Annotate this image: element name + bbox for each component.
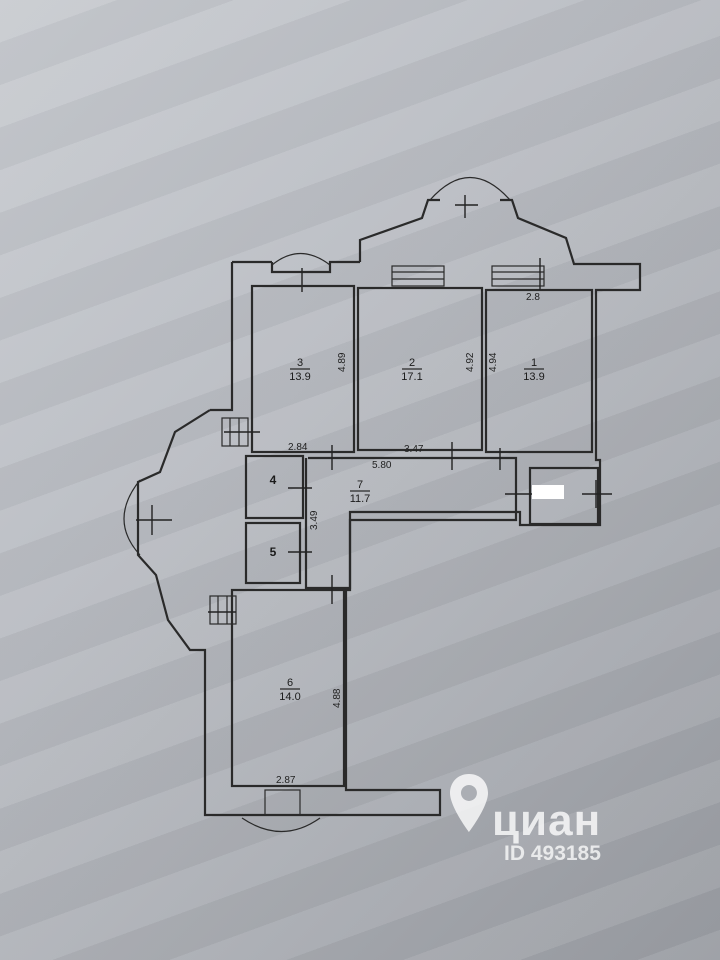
room-2-number: 2 xyxy=(409,357,415,369)
door-marks xyxy=(208,258,612,613)
bay-arc xyxy=(429,177,511,201)
room-5-number: 5 xyxy=(270,545,277,559)
room-6-number: 6 xyxy=(287,677,293,689)
watermark: циан ID 493185 xyxy=(440,770,680,870)
wall-segment xyxy=(210,262,234,412)
dimension-4-88: 4.88 xyxy=(332,688,343,708)
watermark-id: ID 493185 xyxy=(504,842,601,865)
redacted-label-box xyxy=(532,485,564,499)
room-6-area: 14.0 xyxy=(279,691,300,703)
room-2-outline xyxy=(356,286,484,452)
dimension-2-8: 2.8 xyxy=(526,292,540,303)
dimension-3-49: 3.49 xyxy=(309,510,320,530)
balcony-top-left xyxy=(271,253,331,292)
room-2-area: 17.1 xyxy=(401,371,422,383)
window-frame xyxy=(391,265,445,287)
dimension-4-89: 4.89 xyxy=(337,352,348,372)
balcony-bottom xyxy=(241,789,321,833)
room-1-outline xyxy=(484,288,594,454)
room-1-area: 13.9 xyxy=(523,371,544,383)
balcony-arc xyxy=(241,817,321,833)
bay-arc xyxy=(123,479,141,556)
outer-walls xyxy=(136,198,642,817)
dimension-5-80: 5.80 xyxy=(372,460,392,471)
window-frames xyxy=(209,265,545,625)
room-7-area: 11.7 xyxy=(350,493,371,505)
closet-outline xyxy=(528,466,600,526)
bay-window-top xyxy=(429,177,511,218)
room-walls xyxy=(230,284,600,788)
watermark-brand: циан xyxy=(492,796,602,845)
dimension-labels: 4.89 4.92 4.94 2.84 3.47 5.80 3.49 4.88 … xyxy=(276,292,540,786)
room-1-number: 1 xyxy=(531,357,537,369)
window-frame xyxy=(264,789,301,816)
dimension-2-84: 2.84 xyxy=(288,442,308,453)
window-frame xyxy=(209,595,237,625)
room-4-outline xyxy=(244,454,305,520)
room-3-outline xyxy=(250,284,356,454)
wall-segment xyxy=(136,198,642,817)
bay-window-left xyxy=(123,479,172,556)
window-frame xyxy=(491,265,545,287)
wall-segment xyxy=(270,260,360,274)
dimension-4-92: 4.92 xyxy=(465,352,476,372)
room-7-number: 7 xyxy=(357,479,363,491)
room-7-outline xyxy=(304,456,518,590)
balcony-arc xyxy=(271,253,331,266)
dimension-2-87: 2.87 xyxy=(276,775,296,786)
room-3-number: 3 xyxy=(297,357,303,369)
dimension-4-94: 4.94 xyxy=(488,352,499,372)
cian-pin-icon xyxy=(450,774,488,832)
room-3-area: 13.9 xyxy=(289,371,310,383)
room-4-number: 4 xyxy=(270,473,277,487)
dimension-3-47: 3.47 xyxy=(404,444,424,455)
room-5-outline xyxy=(244,521,302,585)
wall-segment xyxy=(358,198,440,262)
room-labels: 3 13.9 2 17.1 1 13.9 4 7 11.7 5 6 14.0 xyxy=(270,357,545,703)
room-6-outline xyxy=(230,588,346,788)
